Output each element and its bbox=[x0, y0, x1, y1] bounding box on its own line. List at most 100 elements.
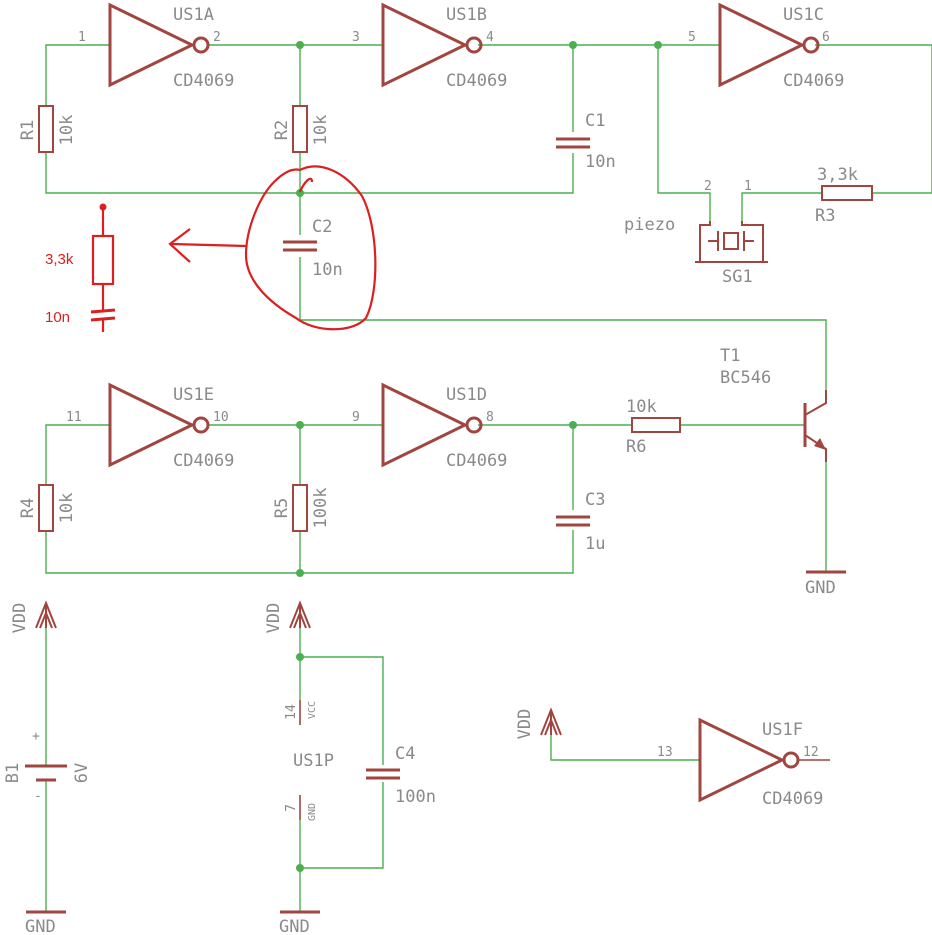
part-value: 10n bbox=[312, 260, 343, 280]
battery-minus: - bbox=[34, 789, 42, 804]
junction-dot bbox=[296, 189, 304, 197]
junction-dot bbox=[654, 41, 662, 49]
part-value: 6V bbox=[72, 763, 92, 783]
part-value: 100n bbox=[395, 787, 436, 807]
junction-dot bbox=[296, 653, 304, 661]
junction-dot bbox=[296, 864, 304, 872]
resistor-r5: R5 100k bbox=[272, 484, 331, 532]
gnd-symbol: GND bbox=[279, 910, 320, 935]
part-value: 10k bbox=[57, 493, 77, 524]
inverter-us1a: US1A CD4069 1 2 bbox=[78, 2, 234, 91]
part-value: 10k bbox=[57, 115, 77, 146]
part-name: R2 bbox=[272, 120, 292, 140]
annotation-resistor bbox=[91, 234, 115, 286]
capacitor-c3: C3 1u bbox=[556, 490, 605, 554]
pin-number: 3 bbox=[352, 30, 360, 45]
pin-number: 10 bbox=[213, 410, 229, 425]
pin-number: 4 bbox=[486, 30, 494, 45]
part-value: 100k bbox=[311, 488, 331, 529]
annotation-hook bbox=[298, 177, 314, 193]
pin-label: VCC bbox=[307, 701, 318, 719]
vdd-symbol: VDD bbox=[515, 707, 562, 740]
resistor-r4: R4 10k bbox=[18, 484, 77, 532]
part-name: R5 bbox=[272, 498, 292, 518]
part-value: piezo bbox=[624, 215, 675, 235]
annotation-capacitor-value: 10n bbox=[45, 309, 70, 326]
inverter-us1f: US1F CD4069 13 12 bbox=[657, 717, 830, 809]
junction-dot bbox=[569, 421, 577, 429]
gnd-symbol: GND bbox=[25, 910, 66, 935]
part-value: BC546 bbox=[720, 368, 771, 388]
part-name: US1D bbox=[446, 385, 487, 405]
junction-dot bbox=[296, 569, 304, 577]
annotation-arrow bbox=[168, 228, 247, 263]
part-name: C3 bbox=[585, 490, 605, 510]
capacitor-c4: C4 100n bbox=[366, 744, 436, 807]
pin-label: GND bbox=[307, 803, 318, 821]
pin-number: 6 bbox=[822, 30, 830, 45]
vdd-label: VDD bbox=[264, 603, 284, 634]
pin-number: 14 bbox=[284, 704, 299, 720]
part-name: US1A bbox=[173, 5, 214, 25]
part-value: CD4069 bbox=[173, 71, 234, 91]
part-name: SG1 bbox=[722, 267, 753, 287]
part-value: 10n bbox=[585, 152, 616, 172]
junctions bbox=[296, 41, 662, 872]
capacitor-c2: C2 10n bbox=[283, 217, 343, 280]
part-value: CD4069 bbox=[173, 451, 234, 471]
pin-number: 9 bbox=[352, 410, 360, 425]
junction-dot bbox=[569, 41, 577, 49]
pin-number: 7 bbox=[284, 804, 299, 812]
vdd-label: VDD bbox=[10, 603, 30, 634]
part-name: US1F bbox=[762, 720, 803, 740]
gnd-label: GND bbox=[279, 917, 310, 935]
power-pins-us1p: US1P 14 VCC 7 GND bbox=[284, 700, 334, 821]
pin-number: 11 bbox=[66, 410, 82, 425]
inverter-us1c: US1C CD4069 5 6 bbox=[688, 2, 844, 91]
part-value: CD4069 bbox=[446, 71, 507, 91]
pin-number: 1 bbox=[744, 179, 752, 194]
part-value: 1u bbox=[585, 534, 605, 554]
pin-number: 2 bbox=[704, 179, 712, 194]
junction-dot bbox=[296, 421, 304, 429]
wires bbox=[45, 44, 932, 912]
inverter-us1e: US1E CD4069 11 10 bbox=[66, 382, 234, 471]
capacitor-c1: C1 10n bbox=[556, 111, 616, 172]
battery-plus: + bbox=[32, 729, 40, 744]
part-name: R1 bbox=[18, 120, 38, 140]
gnd-label: GND bbox=[25, 917, 56, 935]
part-value: CD4069 bbox=[446, 451, 507, 471]
transistor-t1: T1 BC546 bbox=[720, 346, 827, 462]
pin-number: 1 bbox=[78, 30, 86, 45]
resistor-r3: 3,3k R3 bbox=[815, 165, 873, 226]
gnd-label: GND bbox=[805, 578, 836, 598]
resistor-r2: R2 10k bbox=[272, 105, 331, 153]
annotation-circle bbox=[244, 165, 377, 331]
part-name: R6 bbox=[626, 437, 646, 457]
part-value: CD4069 bbox=[783, 71, 844, 91]
pin-number: 8 bbox=[486, 410, 494, 425]
battery-b1: + - B1 6V bbox=[3, 729, 92, 804]
part-name: C4 bbox=[395, 744, 415, 764]
resistor-r6: 10k R6 bbox=[626, 397, 681, 457]
part-name: US1B bbox=[446, 5, 487, 25]
part-name: T1 bbox=[720, 346, 740, 366]
part-value: 3,3k bbox=[817, 165, 858, 185]
part-value: CD4069 bbox=[762, 789, 823, 809]
red-annotation: 3,3k 10n bbox=[45, 165, 377, 332]
piezo-sg1: piezo SG1 2 1 bbox=[624, 179, 768, 287]
part-name: US1P bbox=[293, 751, 334, 771]
part-name: B1 bbox=[3, 763, 23, 783]
vdd-label: VDD bbox=[515, 709, 535, 740]
part-name: C1 bbox=[585, 111, 605, 131]
vdd-symbol: VDD bbox=[264, 600, 311, 634]
part-value: 10k bbox=[311, 115, 331, 146]
part-name: R4 bbox=[18, 498, 38, 518]
part-value: 10k bbox=[626, 397, 657, 417]
part-name: C2 bbox=[312, 217, 332, 237]
pin-number: 12 bbox=[803, 745, 819, 760]
part-name: US1E bbox=[173, 385, 214, 405]
pin-number: 5 bbox=[688, 30, 696, 45]
pin-number: 2 bbox=[213, 30, 221, 45]
